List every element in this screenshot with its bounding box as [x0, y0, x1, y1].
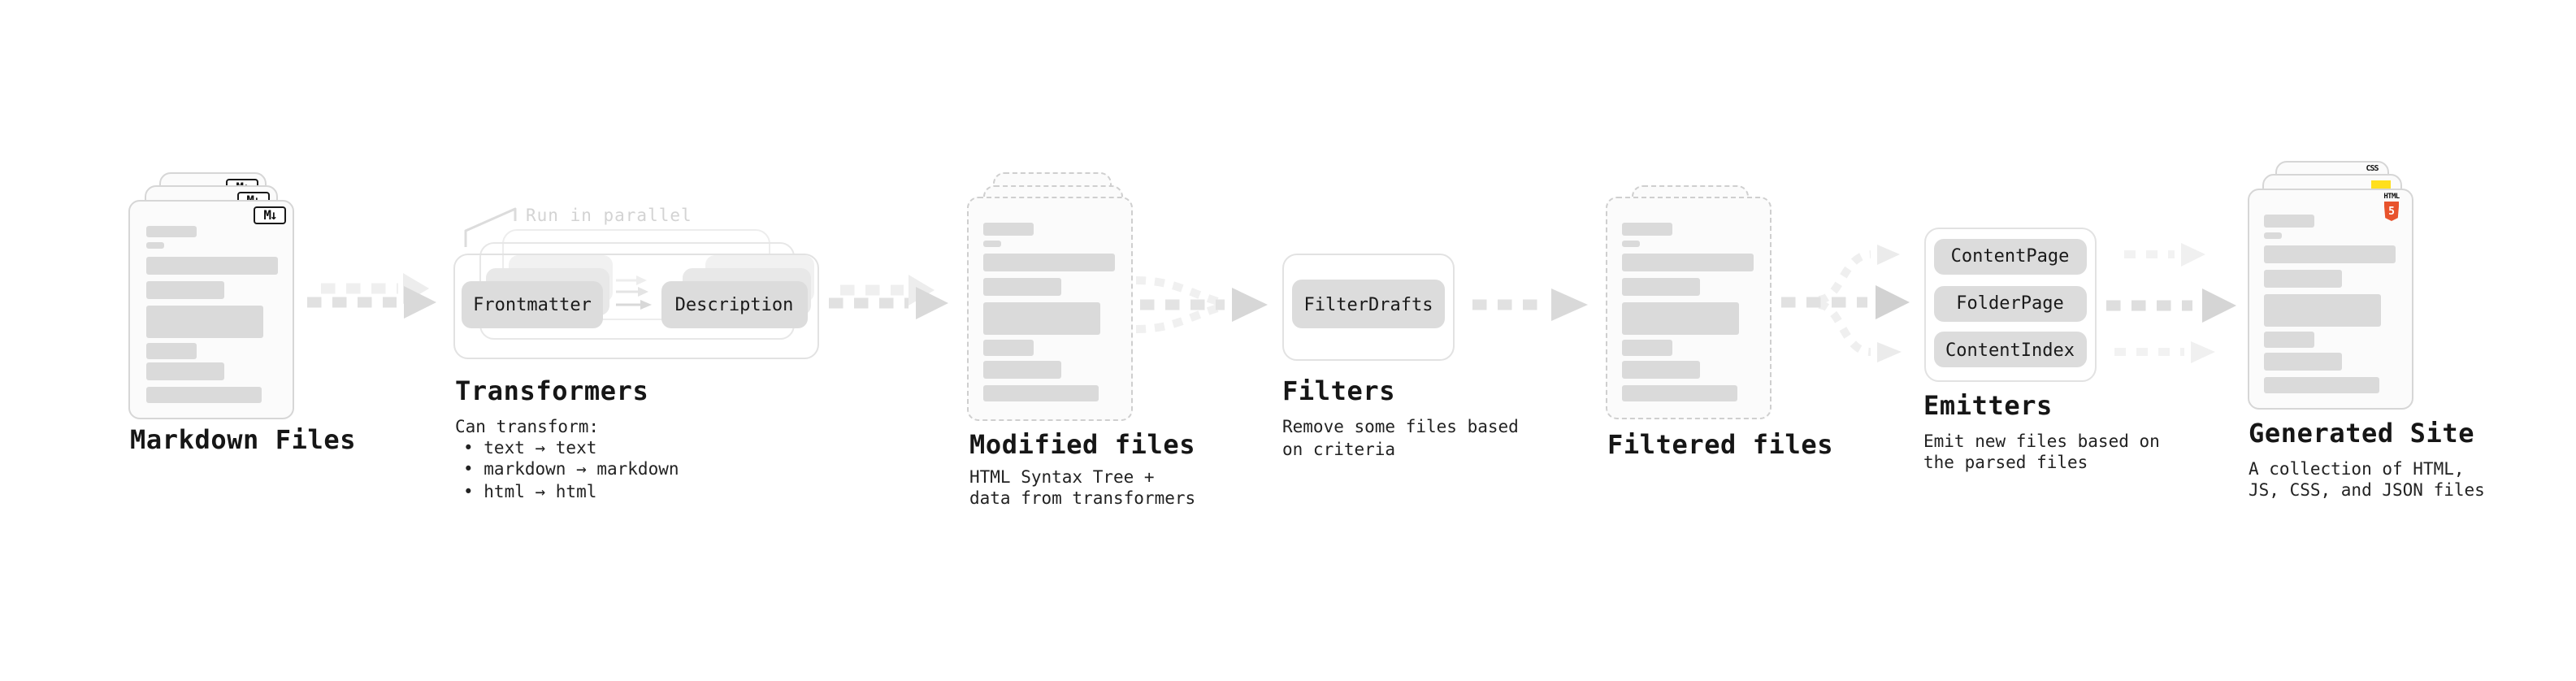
doc-placeholder-line [2264, 245, 2396, 263]
html5-icon-text: HTML [2383, 193, 2400, 201]
html5-numeral: 5 [2388, 205, 2395, 218]
modified-files-desc: HTML Syntax Tree + [969, 467, 1155, 487]
doc-placeholder-line [1622, 223, 1672, 235]
html5-shield: 5 [2383, 202, 2400, 221]
emitters-label: Emitters [1923, 390, 2053, 421]
markdown-files-label: Markdown Files [130, 424, 357, 455]
generated-site-desc: A collection of HTML, [2249, 459, 2465, 479]
generated-site-label: Generated Site [2249, 418, 2475, 449]
arrow-transformers-to-modified [829, 275, 948, 319]
generated-file-page-front: HTML 5 [2247, 189, 2413, 409]
doc-placeholder-line [2264, 332, 2314, 348]
doc-placeholder-line [1622, 240, 1640, 246]
doc-placeholder-line [983, 223, 1034, 235]
doc-placeholder-line [1622, 384, 1737, 401]
transformers-bullet: • html → html [463, 482, 597, 501]
doc-placeholder-line [983, 340, 1034, 356]
css-icon-text: CSS [2366, 164, 2379, 174]
modified-files-desc: data from transformers [969, 489, 1196, 509]
generated-site-desc: JS, CSS, and JSON files [2249, 481, 2485, 501]
arrow-markdown-to-transformers [307, 273, 436, 319]
doc-placeholder-line [145, 305, 262, 337]
node-contentpage: ContentPage [1934, 238, 2086, 274]
node-folderpage: FolderPage [1934, 285, 2086, 321]
doc-placeholder-line [2264, 294, 2381, 327]
doc-placeholder-line [145, 342, 196, 358]
doc-placeholder-line [145, 387, 261, 403]
doc-placeholder-line [1622, 278, 1700, 296]
doc-placeholder-line [1622, 254, 1754, 271]
node-description: Description [661, 280, 808, 328]
modified-file-page-front [966, 197, 1132, 420]
doc-placeholder-line [1622, 302, 1739, 335]
doc-placeholder-line [145, 225, 196, 237]
arrow-emitters-to-generated [2106, 243, 2236, 363]
transformers-bullet: • text → text [463, 438, 597, 458]
markdown-icon: M↓ [254, 206, 286, 224]
filters-desc: Remove some files based [1282, 418, 1519, 437]
transformer-panel-front [453, 254, 819, 359]
transformers-desc-title: Can transform: [455, 417, 600, 436]
emitters-desc: the parsed files [1923, 453, 2088, 473]
markdown-file-page-front: M↓ [128, 199, 294, 419]
filtered-files-label: Filtered files [1607, 428, 1834, 459]
filtered-file-page-front [1605, 197, 1772, 419]
node-filterdrafts: FilterDrafts [1292, 280, 1445, 328]
arrow-modified-to-filters [1135, 276, 1268, 333]
filters-panel [1281, 254, 1455, 360]
doc-placeholder-line [983, 278, 1061, 296]
doc-placeholder-line [2264, 215, 2314, 227]
doc-placeholder-line [145, 280, 223, 298]
arrow-filtered-to-emitters [1781, 245, 1910, 362]
emitters-panel [1923, 227, 2096, 381]
arrow-filters-to-filtered [1472, 288, 1588, 321]
doc-placeholder-line [983, 254, 1115, 271]
doc-placeholder-line [983, 360, 1061, 378]
transformers-bullet: • markdown → markdown [463, 460, 679, 479]
filters-desc: on criteria [1282, 440, 1396, 459]
doc-placeholder-line [983, 240, 1001, 246]
emitters-desc: Emit new files based on [1923, 432, 2160, 451]
doc-placeholder-line [2264, 232, 2282, 238]
html5-icon: HTML 5 [2380, 193, 2403, 221]
modified-files-label: Modified files [969, 428, 1196, 459]
node-frontmatter: Frontmatter [462, 280, 603, 328]
transformers-label: Transformers [455, 375, 649, 406]
doc-placeholder-line [145, 256, 277, 274]
doc-placeholder-line [1622, 360, 1700, 378]
doc-placeholder-line [983, 302, 1100, 335]
doc-placeholder-line [983, 384, 1099, 401]
doc-placeholder-line [2264, 270, 2342, 288]
doc-placeholder-line [2264, 376, 2379, 393]
run-in-parallel-label: Run in parallel [526, 206, 692, 226]
js-icon [2371, 180, 2390, 189]
filters-label: Filters [1282, 375, 1396, 406]
doc-placeholder-line [1622, 340, 1672, 356]
node-contentindex: ContentIndex [1934, 332, 2086, 367]
doc-placeholder-line [145, 362, 223, 380]
doc-placeholder-line [2264, 352, 2342, 370]
doc-placeholder-line [145, 242, 163, 249]
